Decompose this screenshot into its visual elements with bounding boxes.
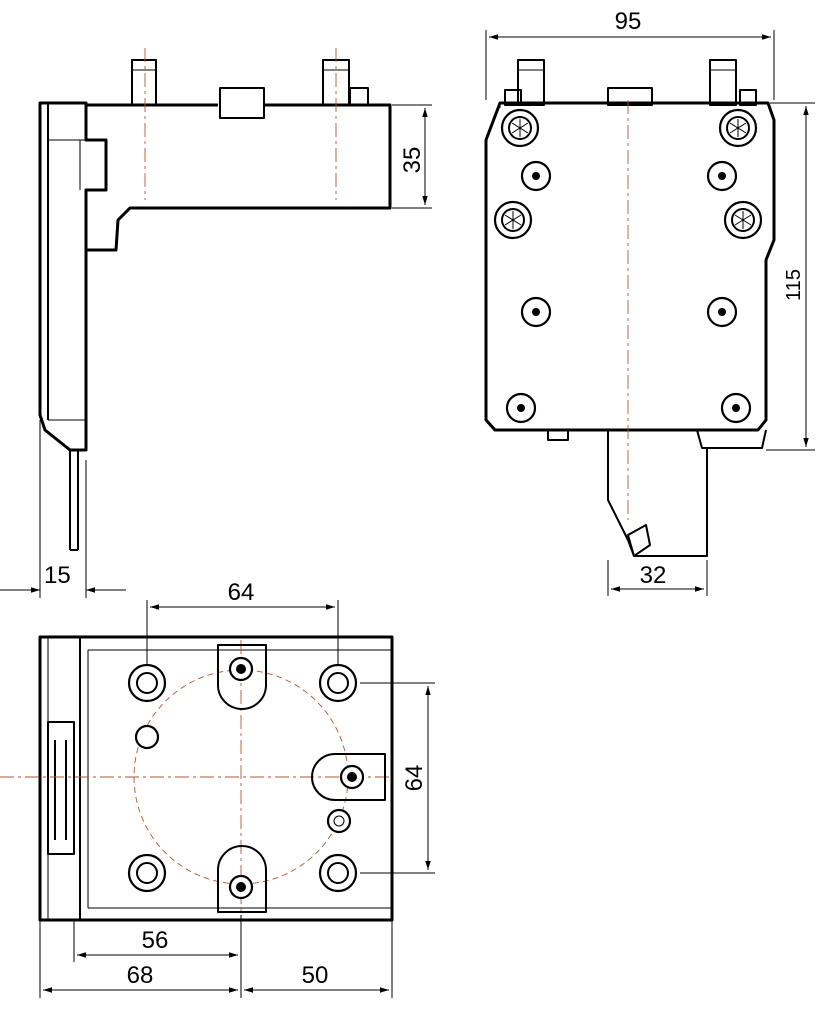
front-key-block <box>607 87 653 106</box>
front-pin-right <box>709 59 737 106</box>
dim-35-label: 35 <box>399 147 426 174</box>
screw-mid-left <box>493 200 533 240</box>
screw-top-right <box>718 108 758 148</box>
side-pin-left <box>131 59 157 106</box>
front-holes <box>505 160 752 424</box>
front-shank <box>607 430 708 557</box>
dim-32-label: 32 <box>640 562 667 589</box>
front-pin-left <box>517 59 545 106</box>
clamp-top <box>217 644 267 710</box>
clamp-right <box>311 753 386 801</box>
side-plate <box>38 101 108 452</box>
dim-64-v-label: 64 <box>401 765 428 792</box>
dim-50-label: 50 <box>302 962 329 989</box>
dim-115-label: 115 <box>783 269 805 301</box>
screw-top-left <box>500 108 540 148</box>
front-view: 95 115 32 <box>484 8 815 596</box>
side-body-outline <box>86 103 392 252</box>
dim-64-h-label: 64 <box>228 579 255 606</box>
screw-mid-right <box>723 200 763 240</box>
top-holes <box>127 663 358 893</box>
front-body-outline <box>484 101 776 432</box>
dim-95-label: 95 <box>615 8 642 35</box>
top-view: 64 64 56 68 50 <box>0 579 435 998</box>
dim-68-label: 68 <box>127 962 154 989</box>
dim-15-label: 15 <box>44 562 71 589</box>
top-side-clip <box>47 721 75 855</box>
side-key-block <box>219 87 265 119</box>
clamp-bottom <box>217 845 267 913</box>
side-view: 35 15 <box>0 48 432 598</box>
dim-56-label: 56 <box>142 927 169 954</box>
